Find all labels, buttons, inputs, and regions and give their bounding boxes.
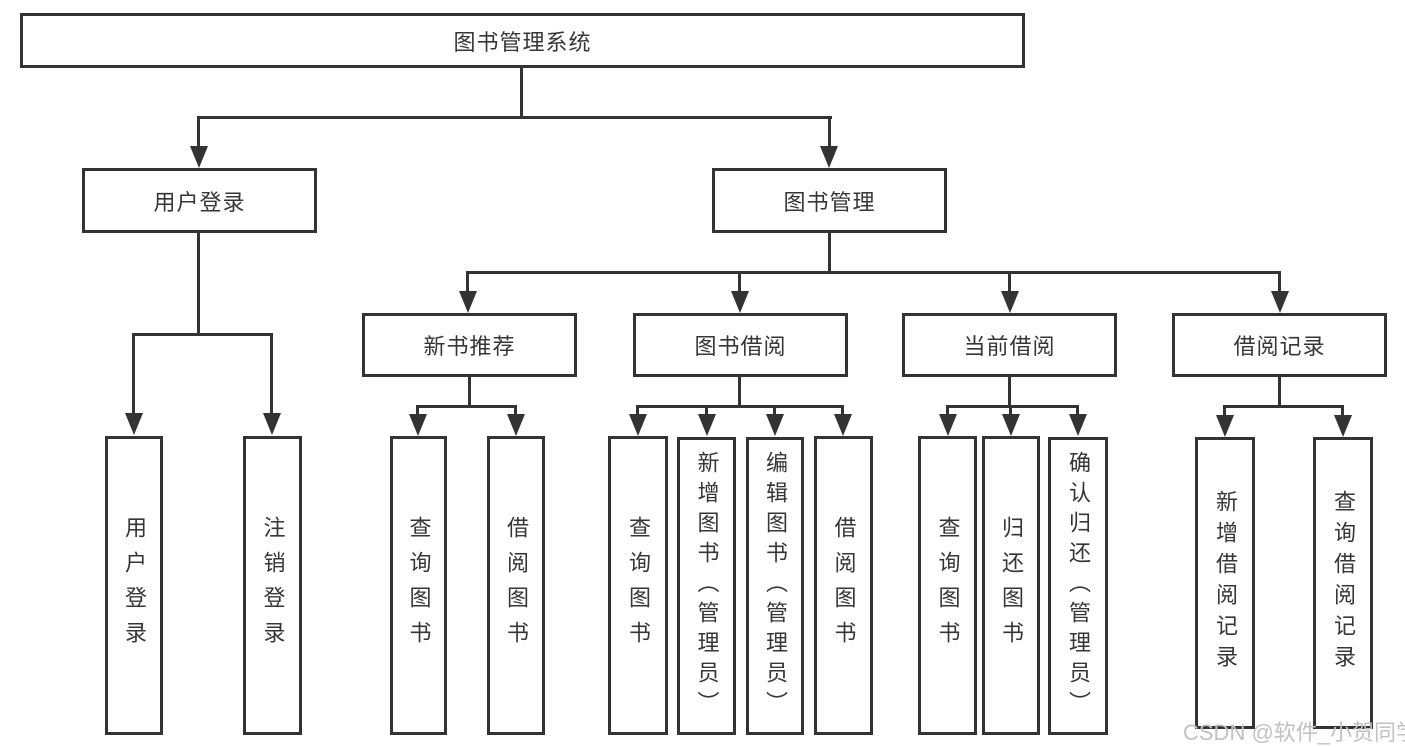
leaf-confirm-return-admin: 确认归还（管理员） (1048, 437, 1108, 735)
connector-drop (1223, 405, 1226, 417)
arrowhead-leaf-logout (263, 413, 281, 435)
arrowhead-query-books-1 (409, 414, 427, 436)
arrowhead-query-books-2 (629, 414, 647, 436)
node-label: 图书管理 (783, 189, 876, 215)
connector-leaf-login-drop (132, 333, 135, 415)
node-label: 查询借阅记录 (1331, 490, 1356, 676)
connector-leaf-logout-drop (270, 333, 273, 415)
arrowhead-add-record (1216, 415, 1234, 437)
connector-drop (841, 405, 844, 417)
node-label: 借阅记录 (1233, 334, 1326, 359)
connector-drop (636, 405, 639, 417)
arrowhead-current-borrow (1001, 291, 1019, 313)
connector-book-mgmt-drop (828, 116, 831, 148)
connector-drop (946, 405, 949, 417)
arrowhead-return-books (1002, 414, 1020, 436)
arrowhead-borrow-books-2 (834, 414, 852, 436)
node-label: 用户登录 (122, 515, 147, 656)
arrowhead-book-borrow (731, 291, 749, 313)
connector-drop (705, 405, 708, 417)
node-label: 编辑图书（管理员） (763, 451, 788, 721)
connector-drop (1341, 405, 1344, 417)
connector-drop (1009, 405, 1012, 417)
arrowhead-add-books (698, 414, 716, 436)
connector-drop (1076, 405, 1079, 417)
node-label: 用户登录 (153, 189, 246, 215)
arrowhead-query-books-3 (939, 414, 957, 436)
connector-current-borrow-stem (1008, 377, 1011, 408)
arrowhead-borrow-records (1271, 291, 1289, 313)
connector-book-borrow-stem (738, 377, 741, 408)
node-label: 当前借阅 (963, 334, 1056, 359)
node-label: 借阅图书 (831, 515, 857, 656)
leaf-user-login: 用户登录 (105, 436, 163, 735)
leaf-borrow-books-recommend: 借阅图书 (487, 436, 545, 735)
node-label: 新增图书（管理员） (694, 451, 720, 721)
connector-book-borrow-rail (636, 405, 844, 408)
arrowhead-confirm-return (1069, 414, 1087, 436)
connector-root-stem (520, 67, 523, 118)
arrowhead-book-mgmt (820, 146, 838, 168)
connector-borrow-records-drop (1278, 271, 1281, 293)
connector-user-login-rail (132, 333, 273, 336)
node-label: 查询图书 (406, 515, 432, 656)
leaf-add-borrow-record: 新增借阅记录 (1195, 437, 1255, 729)
node-label: 确认归还（管理员） (1066, 451, 1091, 721)
leaf-borrow-books-borrowing: 借阅图书 (814, 436, 873, 735)
connector-root-rail (198, 116, 832, 119)
connector-borrow-records-stem (1278, 377, 1281, 408)
connector-borrow-records-rail (1224, 405, 1344, 408)
connector-user-login-drop (197, 116, 200, 148)
arrowhead-borrow-books-1 (507, 414, 525, 436)
node-label: 借阅图书 (504, 515, 529, 656)
leaf-add-books-admin: 新增图书（管理员） (677, 437, 736, 735)
arrowhead-edit-books (766, 414, 784, 436)
leaf-query-books-recommend: 查询图书 (390, 436, 447, 735)
leaf-query-books-current: 查询图书 (918, 436, 977, 735)
node-label: 图书借阅 (694, 334, 787, 359)
node-label: 新书推荐 (423, 334, 516, 359)
watermark: CSDN @软件_小贺同学 (1183, 720, 1405, 745)
connector-drop (514, 405, 517, 417)
node-label: 查询图书 (626, 515, 651, 656)
connector-drop (416, 405, 419, 417)
node-new-book-recommendation: 新书推荐 (362, 313, 577, 377)
connector-current-borrow-drop (1008, 271, 1011, 293)
node-borrowing-records: 借阅记录 (1172, 313, 1387, 377)
arrowhead-leaf-login (125, 413, 143, 435)
node-label: 注销登录 (260, 515, 286, 656)
arrowhead-query-record (1334, 415, 1352, 437)
node-label: 新增借阅记录 (1213, 490, 1238, 676)
leaf-query-borrow-record: 查询借阅记录 (1313, 437, 1373, 729)
node-current-borrowing: 当前借阅 (902, 313, 1117, 377)
arrowhead-new-books (459, 291, 477, 313)
connector-book-mgmt-rail (466, 271, 1281, 274)
connector-new-books-stem (468, 377, 471, 408)
connector-new-books-rail (417, 405, 517, 408)
node-library-system: 图书管理系统 (20, 13, 1025, 68)
node-label: 查询图书 (935, 515, 961, 656)
connector-new-books-drop (466, 271, 469, 293)
leaf-return-books: 归还图书 (982, 436, 1040, 735)
connector-drop (773, 405, 776, 417)
connector-book-borrow-drop (738, 271, 741, 293)
node-book-management: 图书管理 (712, 168, 947, 233)
node-user-login: 用户登录 (82, 168, 317, 233)
connector-book-mgmt-stem (828, 233, 831, 274)
leaf-query-books-borrowing: 查询图书 (608, 436, 668, 735)
connector-current-borrow-rail (946, 405, 1079, 408)
node-label: 图书管理系统 (453, 29, 592, 55)
arrowhead-user-login (190, 146, 208, 168)
node-label: 归还图书 (999, 515, 1024, 656)
connector-user-login-stem (197, 233, 200, 336)
leaf-edit-books-admin: 编辑图书（管理员） (746, 437, 804, 735)
node-book-borrowing: 图书借阅 (633, 313, 848, 377)
leaf-logout: 注销登录 (243, 436, 302, 735)
